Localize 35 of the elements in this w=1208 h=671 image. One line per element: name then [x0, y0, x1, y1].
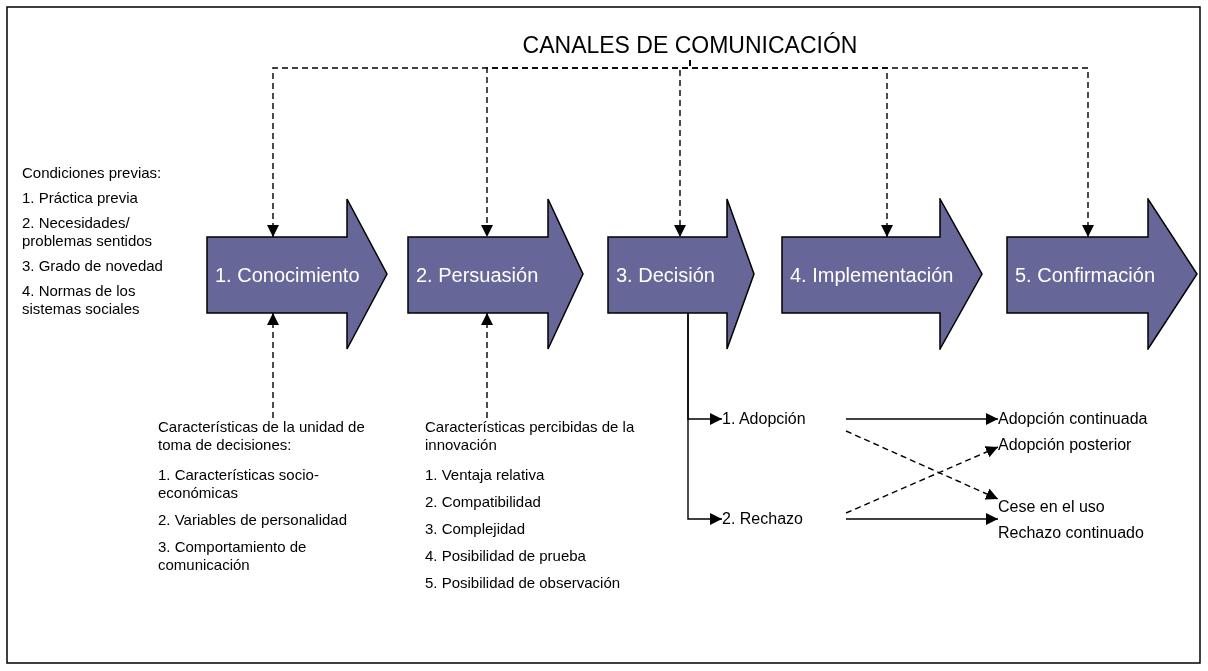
arrow — [845, 413, 999, 425]
arrow — [481, 312, 493, 419]
stage-label: 1. Conocimiento — [214, 262, 361, 288]
outcome-text: Adopción posterior — [998, 432, 1188, 458]
list-item: 2. Necesidades/ problemas sentidos — [22, 214, 154, 250]
heading-text: Características percibidas de la innovación — [425, 418, 636, 454]
outcome-text: 1. Adopción — [722, 406, 846, 432]
list-item: 4. Normas de los sistemas sociales — [22, 282, 141, 318]
arrow — [845, 513, 999, 525]
list-item: 1. Ventaja relativa — [425, 466, 546, 484]
list-item: 4. Posibilidad de prueba — [425, 547, 587, 565]
stage-label: 5. Confirmación — [1014, 262, 1157, 288]
heading-text: Características de la unidad de toma de decisiones: — [158, 418, 366, 454]
stage-label: 2. Persuasión — [415, 262, 540, 288]
list-item: 5. Posibilidad de observación — [425, 574, 622, 592]
list-item: 2. Variables de personalidad — [158, 511, 349, 529]
outcome-text: Cese en el uso — [998, 494, 1188, 520]
outcome-text: 2. Rechazo — [722, 506, 846, 532]
arrow — [845, 446, 999, 514]
title-text: CANALES DE COMUNICACIÓN — [500, 30, 880, 60]
arrow — [687, 312, 723, 525]
arrow — [689, 59, 1094, 238]
list-item: 1. Práctica previa — [22, 189, 139, 207]
arrow — [267, 312, 279, 419]
heading-text: Condiciones previas: — [22, 164, 163, 182]
list-item: 1. Características socio-económicas — [158, 466, 320, 502]
list-item: 3. Complejidad — [425, 520, 527, 538]
list-item: 3. Grado de novedad — [22, 257, 164, 275]
outcome-text: Adopción continuada — [998, 406, 1188, 432]
list-item: 2. Compatibilidad — [425, 493, 542, 511]
stage-label: 3. Decisión — [615, 262, 716, 288]
outcome-text: Rechazo continuado — [998, 520, 1188, 546]
list-item: 3. Comportamiento de comunicación — [158, 538, 308, 574]
arrow — [845, 430, 999, 500]
stage-label: 4. Implementación — [789, 262, 955, 288]
